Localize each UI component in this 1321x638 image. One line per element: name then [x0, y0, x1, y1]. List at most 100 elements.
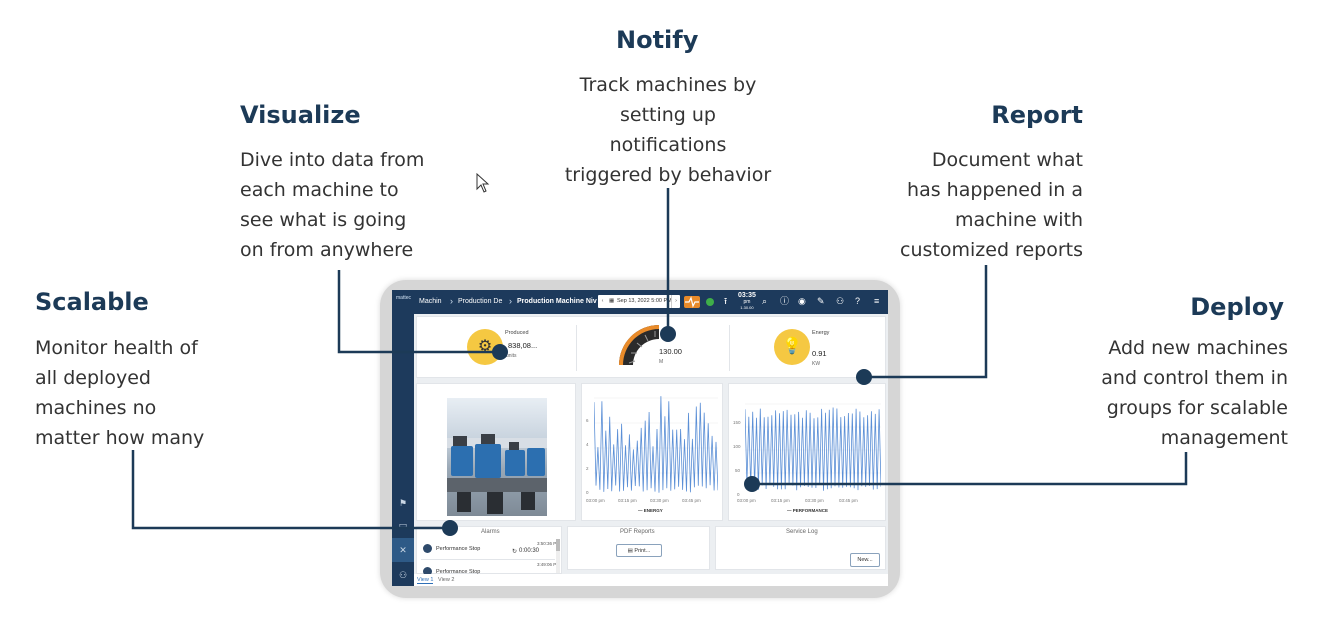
info-icon[interactable]: ⓘ: [780, 296, 790, 306]
energy-xtick: 03:45 pm: [682, 498, 701, 503]
scalable-title: Scalable: [35, 288, 149, 316]
energy-xtick: 03:30 pm: [650, 498, 669, 503]
perf-ytick-0: 0: [737, 492, 740, 497]
alarm-duration: 0:00:30: [519, 548, 540, 554]
kpi-energy-label: Energy: [812, 330, 830, 336]
energy-ytick-0: 0: [586, 490, 589, 495]
energy-legend: — ENERGY: [638, 508, 663, 513]
performance-line-chart: [745, 403, 881, 491]
report-title: Report: [991, 101, 1083, 129]
display-icon[interactable]: ▭: [398, 520, 408, 530]
kpi-energy-value: 0.91: [812, 349, 827, 358]
alarm-icon: [423, 567, 432, 576]
energy-ytick-2: 2: [586, 466, 589, 471]
search-icon[interactable]: ⌕: [762, 296, 768, 306]
kpi-produced-label: Produced: [505, 330, 529, 336]
menu-icon[interactable]: ≡: [874, 296, 880, 306]
notify-title: Notify: [616, 26, 699, 54]
alarms-title: Alarms: [481, 529, 500, 535]
perf-xtick: 03:15 pm: [771, 498, 790, 503]
service-log-title: Service Log: [786, 529, 818, 535]
date-picker[interactable]: ‹ ▦ Sep 13, 2022 5:00 PM ›: [598, 295, 680, 308]
energy-ytick-6: 6: [586, 418, 589, 423]
energy-line-chart: [594, 396, 718, 493]
chevron-right-icon: ›: [450, 296, 453, 306]
chart-trace: [594, 396, 718, 493]
perf-xtick: 03:00 pm: [737, 498, 756, 503]
chevron-right-icon[interactable]: ›: [671, 295, 680, 308]
energy-xtick: 03:15 pm: [618, 498, 637, 503]
app-screen: mattec Machin › Production De › Producti…: [392, 290, 888, 586]
edit-icon[interactable]: ✎: [817, 296, 825, 306]
tools-icon[interactable]: ✕: [399, 545, 407, 555]
new-log-button[interactable]: New...: [850, 553, 880, 567]
performance-chart-card: 150 100 50 0 03:00 pm 03:15 pm 03:30 pm …: [728, 383, 886, 521]
deploy-title: Deploy: [1190, 293, 1284, 321]
energy-chart-card: 6 4 2 0 03:00 pm 03:15 pm 03:30 pm 03:45…: [581, 383, 723, 521]
user-icon[interactable]: ⚇: [836, 296, 845, 306]
perf-xtick: 03:30 pm: [805, 498, 824, 503]
notifications-icon[interactable]: ◉: [798, 296, 806, 306]
pdf-reports-title: PDF Reports: [620, 529, 655, 535]
performance-legend: — PERFORMANCE: [787, 508, 829, 513]
clock-ampm: pm: [743, 299, 751, 305]
alarm-time: 3:49:06 PM: [537, 562, 561, 567]
kpi-produced-value: 838,08...: [508, 341, 538, 350]
kpi-gauge-unit: M: [659, 359, 664, 365]
sidebar: ⚑ ▭ ✕ ⚇: [392, 314, 414, 586]
help-icon[interactable]: ?: [855, 296, 861, 306]
energy-ytick-4: 4: [586, 442, 589, 447]
tab-view-2[interactable]: View 2: [438, 577, 455, 583]
flag-icon[interactable]: ⚑: [398, 498, 408, 508]
kpi-produced-unit: units: [506, 353, 517, 359]
user-icon[interactable]: ⚇: [398, 570, 408, 580]
alarms-panel: Alarms Performance Stop 3:50:36 PM ↻ 0:0…: [416, 526, 562, 576]
perf-ytick-50: 50: [735, 468, 741, 473]
alarm-icon: [423, 544, 432, 553]
clock-date: 1.30.00: [740, 305, 754, 310]
alarms-scrollbar[interactable]: [556, 539, 560, 573]
chevron-right-icon: ›: [509, 296, 512, 306]
kpi-panel: ⚙ Produced 838,08... units 130.00 M 💡 En…: [416, 316, 886, 378]
pdf-reports-panel: PDF Reports ▤ Print...: [567, 526, 710, 570]
breadcrumb-1[interactable]: Machin: [419, 298, 442, 305]
perf-xtick: 03:45 pm: [839, 498, 858, 503]
gauge-icon: [619, 325, 659, 365]
production-icon: ⚙: [467, 329, 503, 365]
print-button[interactable]: ▤ Print...: [616, 544, 662, 557]
top-bar: mattec Machin › Production De › Producti…: [392, 290, 888, 314]
date-value: Sep 13, 2022 5:00 PM: [617, 298, 672, 304]
lightbulb-icon: 💡: [774, 329, 810, 365]
view-tabs: View 1 View 2: [414, 574, 888, 586]
machine-photo: [447, 398, 547, 516]
document-icon: ▤: [627, 548, 635, 554]
upload-icon[interactable]: ⭱: [724, 296, 728, 306]
breadcrumb-3[interactable]: Production Machine Niv: [517, 298, 597, 305]
energy-xtick: 03:00 pm: [586, 498, 605, 503]
alarm-name[interactable]: Performance Stop: [436, 546, 481, 552]
alarm-name[interactable]: Performance Stop: [436, 569, 481, 575]
chart-trace: [745, 407, 881, 491]
pulse-icon[interactable]: [684, 296, 700, 308]
sidebar-active-item: [392, 538, 414, 562]
perf-ytick-150: 150: [733, 420, 741, 425]
clock: 03:35 pm 1.30.00: [738, 292, 756, 311]
chevron-left-icon[interactable]: ‹: [601, 298, 604, 304]
breadcrumb-2[interactable]: Production De: [458, 298, 503, 305]
mouse-cursor-icon: [476, 173, 490, 193]
kpi-energy-unit: KW: [812, 361, 821, 367]
perf-ytick-100: 100: [733, 444, 741, 449]
service-log-panel: Service Log New...: [715, 526, 886, 570]
alarm-time: 3:50:36 PM: [537, 541, 561, 546]
tab-view-1[interactable]: View 1: [417, 577, 434, 584]
brand-logo: mattec: [396, 295, 412, 301]
calendar-icon: ▦: [609, 298, 615, 304]
visualize-title: Visualize: [240, 101, 361, 129]
status-dot-icon: [706, 298, 714, 306]
clock-time: 03:35: [738, 292, 756, 299]
